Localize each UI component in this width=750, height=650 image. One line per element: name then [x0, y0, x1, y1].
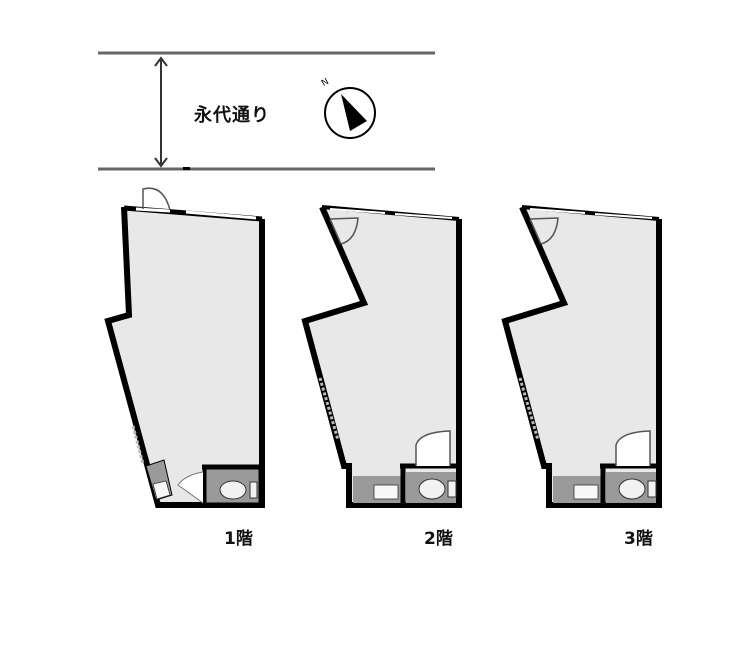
floor-2-label: 2階: [424, 529, 453, 549]
floor-3-label: 3階: [624, 529, 653, 549]
street: [98, 51, 435, 171]
north-arrow-icon: [324, 87, 376, 139]
floor-2-plan: [301, 205, 462, 508]
floor-1-plan: [104, 187, 265, 508]
floor-1-label: 1階: [224, 529, 253, 549]
floor-3-plan: [501, 205, 662, 508]
street-name-label: 永代通り: [194, 105, 270, 126]
